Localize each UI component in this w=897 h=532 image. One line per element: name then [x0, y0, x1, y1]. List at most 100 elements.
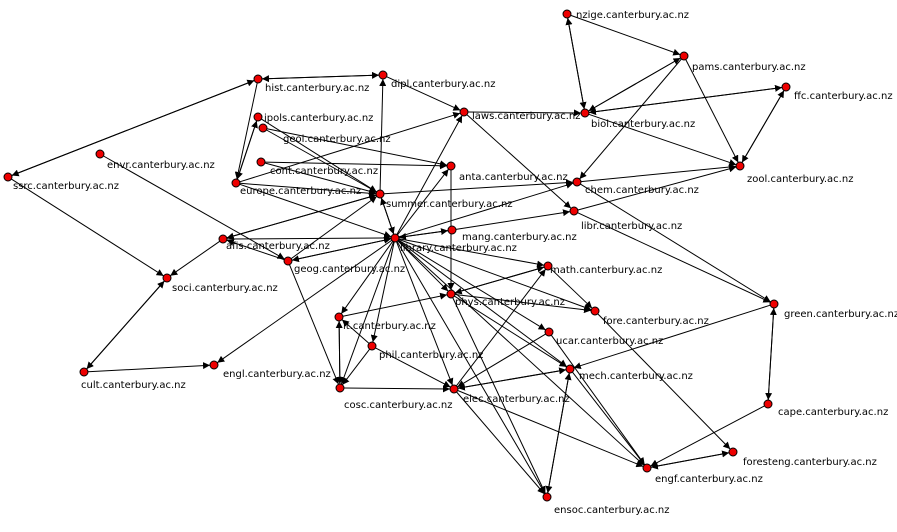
edge-afis-to-library [226, 234, 392, 242]
node-label: engl.canterbury.ac.nz [223, 369, 331, 380]
node-dot[interactable] [283, 256, 293, 266]
node-dot[interactable] [253, 112, 263, 122]
node-dot[interactable] [162, 273, 172, 283]
node-dot[interactable] [679, 51, 689, 61]
edge-library-to-summer [380, 197, 395, 235]
node-label: foresteng.canterbury.ac.nz [743, 457, 877, 468]
node-label: engf.canterbury.ac.nz [655, 474, 763, 485]
node-hist[interactable]: hist.canterbury.ac.nz [253, 74, 369, 94]
node-afis[interactable]: afis.canterbury.ac.nz [218, 234, 330, 252]
node-dot[interactable] [642, 463, 652, 473]
node-label: summer.canterbury.ac.nz [386, 199, 513, 210]
node-mech[interactable]: mech.canterbury.ac.nz [565, 364, 693, 382]
node-dot[interactable] [231, 178, 241, 188]
node-mang[interactable]: mang.canterbury.ac.nz [447, 225, 577, 243]
node-dot[interactable] [334, 312, 344, 322]
edge-math-to-fore [550, 268, 593, 309]
node-label: zool.canterbury.ac.nz [747, 174, 853, 185]
node-ssrc[interactable]: ssrc.canterbury.ac.nz [3, 172, 119, 192]
node-dot[interactable] [3, 172, 13, 182]
edge-library-to-cosc [340, 241, 395, 385]
node-ucar[interactable]: ucar.canterbury.ac.nz [544, 327, 663, 347]
edges-layer [11, 14, 785, 495]
node-laws[interactable]: laws.canterbury.ac.nz [459, 107, 580, 122]
node-dot[interactable] [459, 107, 469, 117]
node-libr[interactable]: libr.canterbury.ac.nz [569, 206, 682, 232]
node-dot[interactable] [580, 108, 590, 118]
node-dot[interactable] [542, 492, 552, 502]
node-cult[interactable]: cult.canterbury.ac.nz [79, 367, 186, 391]
node-phys[interactable]: phys.canterbury.ac.nz [446, 289, 565, 308]
node-label: elec.canterbury.ac.nz [463, 394, 570, 405]
node-pams[interactable]: pams.canterbury.ac.nz [679, 51, 806, 73]
node-envr[interactable]: envr.canterbury.ac.nz [95, 149, 215, 171]
node-dot[interactable] [335, 383, 345, 393]
node-dot[interactable] [735, 161, 745, 171]
node-dot[interactable] [95, 149, 105, 159]
node-ipols[interactable]: ipols.canterbury.ac.nz [253, 112, 373, 124]
node-dot[interactable] [572, 177, 582, 187]
node-engl[interactable]: engl.canterbury.ac.nz [209, 360, 331, 380]
node-dot[interactable] [590, 306, 600, 316]
node-chem[interactable]: chem.canterbury.ac.nz [572, 177, 699, 196]
node-dot[interactable] [544, 327, 554, 337]
node-dot[interactable] [565, 364, 575, 374]
edge-library-to-fore [398, 238, 592, 311]
node-nzige[interactable]: nzige.canterbury.ac.nz [562, 9, 689, 21]
edge-phys-to-fore [454, 294, 592, 314]
edge-biol-to-zool [588, 113, 737, 166]
node-engf[interactable]: engf.canterbury.ac.nz [642, 463, 763, 485]
node-anta[interactable]: anta.canterbury.ac.nz [446, 161, 568, 183]
node-geog[interactable]: geog.canterbury.ac.nz [283, 256, 405, 275]
node-dot[interactable] [446, 289, 456, 299]
node-dot[interactable] [378, 70, 388, 80]
node-label: envr.canterbury.ac.nz [107, 160, 215, 171]
node-dot[interactable] [763, 399, 773, 409]
node-cosc[interactable]: cosc.canterbury.ac.nz [335, 383, 453, 411]
node-summer[interactable]: summer.canterbury.ac.nz [375, 189, 513, 210]
node-label: mech.canterbury.ac.nz [579, 371, 693, 382]
node-it[interactable]: it.canterbury.ac.nz [334, 312, 436, 332]
node-zool[interactable]: zool.canterbury.ac.nz [735, 161, 853, 185]
node-dot[interactable] [256, 157, 266, 167]
node-dot[interactable] [209, 360, 219, 370]
node-dot[interactable] [218, 234, 228, 244]
node-foresteng[interactable]: foresteng.canterbury.ac.nz [728, 447, 877, 468]
edge-mang-to-library [398, 230, 449, 240]
node-biol[interactable]: biol.canterbury.ac.nz [580, 108, 695, 130]
node-dot[interactable] [447, 225, 457, 235]
node-dot[interactable] [728, 447, 738, 457]
node-library[interactable]: library.canterbury.ac.nz [390, 233, 517, 254]
edge-laws-to-biol [467, 109, 582, 117]
node-cont[interactable]: cont.canterbury.ac.nz [256, 157, 378, 177]
node-cape[interactable]: cape.canterbury.ac.nz [763, 399, 888, 418]
node-elec[interactable]: elec.canterbury.ac.nz [449, 384, 570, 405]
node-europe[interactable]: europe.canterbury.ac.nz [231, 178, 361, 197]
node-geol[interactable]: geol.canterbury.ac.nz [258, 123, 391, 145]
node-dot[interactable] [375, 189, 385, 199]
node-dot[interactable] [446, 161, 456, 171]
node-dot[interactable] [569, 206, 579, 216]
node-dot[interactable] [79, 367, 89, 377]
node-dot[interactable] [367, 341, 377, 351]
edge-phys-to-ensoc [452, 297, 546, 494]
node-dipl[interactable]: dipl.canterbury.ac.nz [378, 70, 495, 90]
node-soci[interactable]: soci.canterbury.ac.nz [162, 273, 278, 294]
node-dot[interactable] [253, 74, 263, 84]
node-ensoc[interactable]: ensoc.canterbury.ac.nz [542, 492, 670, 516]
node-dot[interactable] [562, 9, 572, 19]
node-ffc[interactable]: ffc.canterbury.ac.nz [781, 82, 893, 102]
node-dot[interactable] [769, 299, 779, 309]
edge-library-to-ucar [398, 239, 546, 331]
node-phil[interactable]: phil.canterbury.ac.nz [367, 341, 483, 361]
node-label: green.canterbury.ac.nz [784, 309, 897, 320]
node-dot[interactable] [543, 261, 553, 271]
node-fore[interactable]: fore.canterbury.ac.nz [590, 306, 709, 327]
node-dot[interactable] [258, 123, 268, 133]
edge-phys-to-mech [454, 295, 567, 368]
node-green[interactable]: green.canterbury.ac.nz [769, 299, 897, 320]
node-dot[interactable] [449, 384, 459, 394]
node-dot[interactable] [390, 233, 400, 243]
node-dot[interactable] [781, 82, 791, 92]
node-math[interactable]: math.canterbury.ac.nz [543, 261, 662, 276]
